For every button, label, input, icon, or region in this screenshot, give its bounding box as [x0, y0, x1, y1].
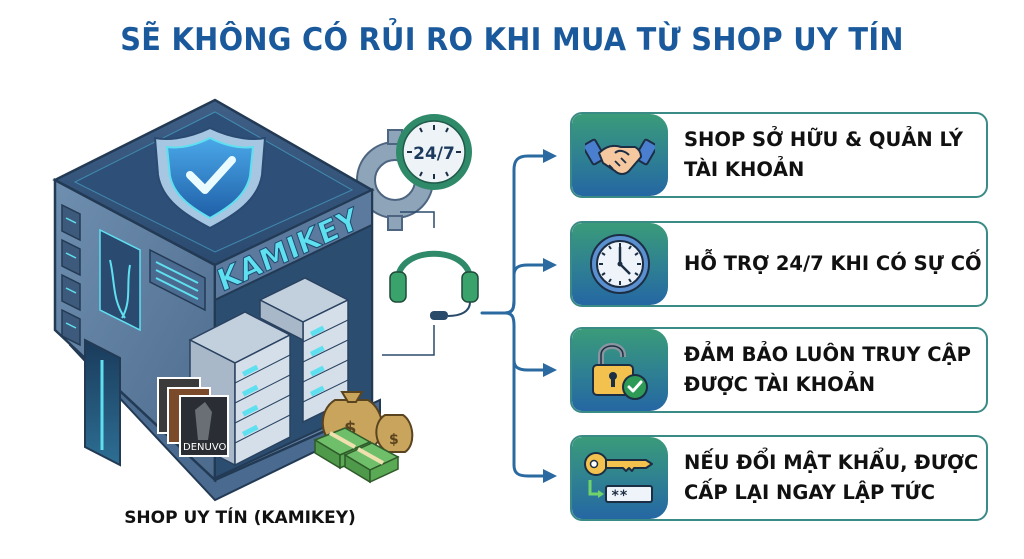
headset-icon [389, 250, 479, 320]
feature-card-access: ĐẢM BẢO LUÔN TRUY CẬP ĐƯỢC TÀI KHOẢN [570, 327, 988, 413]
clock-icon [590, 234, 650, 294]
icon-panel [572, 223, 668, 305]
clock-badge-text: 24/7 [413, 144, 455, 164]
page-title: SẼ KHÔNG CÓ RỦI RO KHI MUA TỪ SHOP UY TÍ… [120, 22, 904, 58]
password-mask: ** [611, 488, 628, 504]
feature-text: HỖ TRỢ 24/7 KHI CÓ SỰ CỐ [684, 252, 982, 275]
feature-text: SHOP SỞ HỮU & QUẢN LÝ TÀI KHOẢN [684, 128, 964, 181]
clock-24-7-icon: 24/7 [396, 114, 472, 190]
game-boxes-icon: DENUVO [157, 377, 229, 457]
key-password-icon: ** [584, 452, 653, 504]
feature-card-support: HỖ TRỢ 24/7 KHI CÓ SỰ CỐ [570, 221, 988, 307]
shop-caption: SHOP UY TÍN (KAMIKEY) [124, 508, 356, 528]
game-box-label: DENUVO [183, 442, 226, 453]
feature-text: NẾU ĐỔI MẬT KHẨU, ĐƯỢC CẤP LẠI NGAY LẬP … [684, 451, 979, 504]
svg-text:$: $ [389, 432, 399, 448]
shield-check-icon [153, 126, 267, 230]
feature-card-password-reset: ** NẾU ĐỔI MẬT KHẨU, ĐƯỢC CẤP LẠI NGAY L… [570, 435, 988, 521]
icon-panel [572, 114, 668, 196]
shop-building-illustration: KAMIKEY [52, 98, 479, 502]
feature-text: ĐẢM BẢO LUÔN TRUY CẬP ĐƯỢC TÀI KHOẢN [684, 343, 971, 396]
money-bags-icon: $ $ [313, 391, 414, 484]
handshake-icon [585, 138, 655, 175]
icon-panel: ** [572, 437, 668, 519]
unlocked-padlock-check-icon [592, 343, 648, 400]
icon-panel [572, 329, 668, 411]
feature-card-ownership: SHOP SỞ HỮU & QUẢN LÝ TÀI KHOẢN [570, 112, 988, 198]
